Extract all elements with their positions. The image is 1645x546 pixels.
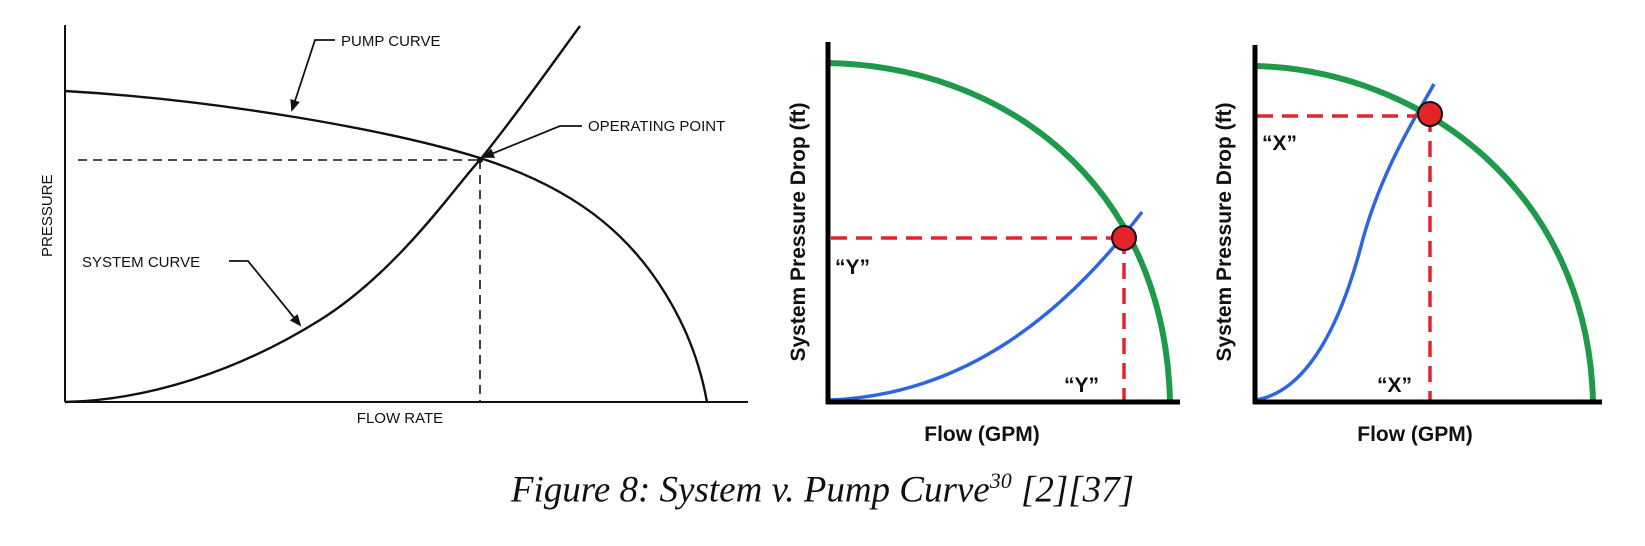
pump-curve-label: PUMP CURVE (341, 33, 440, 50)
middle-x-marker: “Y” (1064, 374, 1099, 397)
right-x-marker: “X” (1377, 374, 1412, 397)
left-diagram: PUMP CURVE OPERATING POINT SYSTEM CURVE … (39, 25, 748, 427)
caption-superscript: 30 (989, 468, 1012, 493)
system-curve-label: SYSTEM CURVE (82, 254, 200, 271)
caption-text: Figure 8: System v. Pump Curve (510, 469, 990, 511)
left-x-axis-label: FLOW RATE (357, 410, 443, 427)
left-pump-curve (64, 89, 709, 403)
middle-chart: “Y” “Y” System Pressure Drop (ft) Flow (… (787, 42, 1180, 446)
operating-point-label: OPERATING POINT (588, 118, 725, 135)
right-system-curve (1254, 83, 1436, 402)
right-operating-point (1417, 101, 1443, 127)
middle-y-marker: “Y” (835, 256, 870, 279)
middle-system-curve (829, 210, 1144, 402)
middle-x-axis-label: Flow (GPM) (924, 423, 1039, 446)
system-curve-leader (229, 260, 302, 327)
operating-point-leader (482, 125, 582, 158)
pump-curve-leader (290, 39, 335, 112)
right-y-axis-label: System Pressure Drop (ft) (1213, 102, 1236, 361)
right-x-axis-label: Flow (GPM) (1357, 423, 1472, 446)
middle-pump-curve (827, 60, 1173, 403)
right-chart: “X” “X” System Pressure Drop (ft) Flow (… (1213, 45, 1602, 446)
right-y-marker: “X” (1262, 132, 1297, 155)
right-pump-curve (1254, 63, 1596, 403)
figure-caption: Figure 8: System v. Pump Curve30 [2][37] (0, 468, 1645, 511)
left-operating-point (477, 157, 483, 163)
left-y-axis-label: PRESSURE (39, 174, 56, 257)
middle-operating-point (1111, 225, 1137, 251)
left-system-curve (64, 25, 581, 404)
caption-refs: [2][37] (1011, 469, 1135, 511)
middle-y-axis-label: System Pressure Drop (ft) (787, 102, 810, 361)
